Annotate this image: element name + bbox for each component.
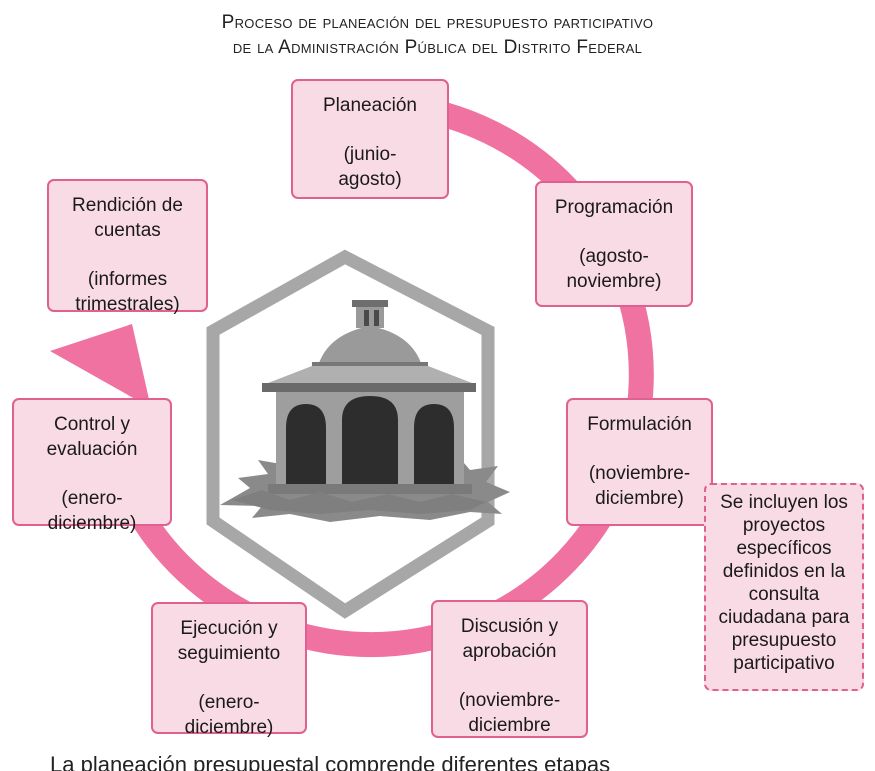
stage-discusion-aprobacion: Discusión y aprobación (noviembre-diciem… [431,600,588,738]
stage-name: Planeación [322,95,418,116]
stage-period: (junio-agosto) [338,144,402,190]
stage-period: (enero-diciembre) [184,692,274,738]
stage-name: Programación [554,197,674,218]
stage-period: (noviembre-diciembre [458,690,561,736]
stage-period: (enero-diciembre) [47,488,137,534]
cycle-arrowhead [50,324,151,408]
stage-period: (informes trimestrales) [75,269,180,315]
stage-period: (agosto-noviembre) [566,246,662,292]
kiosk-gazebo-icon [220,300,510,522]
footer-text-cut: La planeación presupuestal comprende dif… [50,752,611,771]
stage-rendicion-cuentas: Rendición de cuentas (informes trimestra… [47,179,208,315]
note-text: Se incluyen los proyectos específicos de… [718,492,850,674]
stage-programacion: Programación (agosto-noviembre) [535,181,693,307]
stage-planeacion: Planeación (junio-agosto) [291,79,449,199]
stage-control-evaluacion: Control y evaluación (enero-diciembre) [12,398,172,534]
stage-ejecucion-seguimiento: Ejecución y seguimiento (enero-diciembre… [151,602,307,738]
stage-formulacion: Formulación (noviembre-diciembre) [566,398,713,526]
stage-name: Control y evaluación [46,414,138,460]
stage-period: (noviembre-diciembre) [588,463,691,509]
stage-name: Discusión y aprobación [460,616,559,662]
note-proyectos-especificos: Se incluyen los proyectos específicos de… [704,483,864,691]
diagram-title-line-2: de la Administración Pública del Distrit… [232,37,643,58]
diagram-title-line-1: Proceso de planeación del presupuesto pa… [221,12,654,33]
stage-name: Ejecución y seguimiento [177,618,281,664]
stage-name: Formulación [587,414,692,435]
stage-name: Rendición de cuentas [72,195,183,241]
